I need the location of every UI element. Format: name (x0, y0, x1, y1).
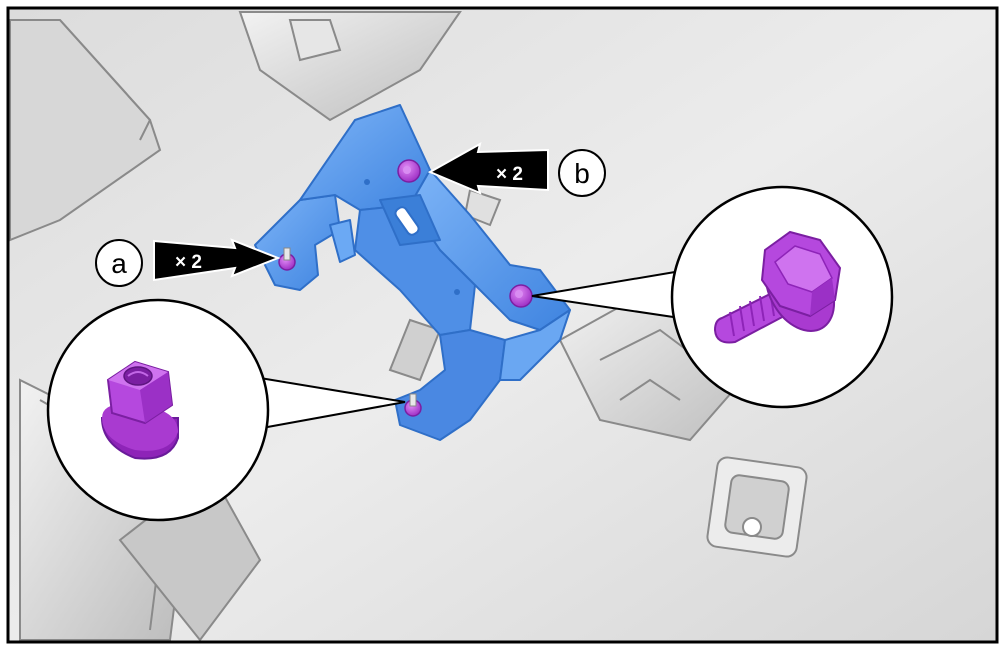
leader-lines (259, 271, 681, 429)
arrow-a (153, 238, 281, 282)
callout-a: × 2 a (95, 238, 281, 287)
arrow-b (427, 141, 549, 195)
fasteners (278, 159, 533, 417)
callout-b-letter: b (574, 158, 590, 189)
callout-a-count: × 2 (175, 252, 202, 273)
flange-nut-icon (100, 360, 179, 460)
callout-a-letter: a (111, 248, 127, 279)
diagram-frame (6, 6, 999, 644)
bracket (254, 104, 571, 441)
detail-view-left (46, 298, 270, 522)
callout-b-count: × 2 (496, 164, 523, 185)
callout-b: × 2 b (427, 141, 606, 197)
callout-b-circle (558, 149, 606, 197)
flange-bolt-icon (713, 230, 842, 344)
detail-view-right (670, 185, 894, 409)
callout-a-circle (95, 239, 143, 287)
